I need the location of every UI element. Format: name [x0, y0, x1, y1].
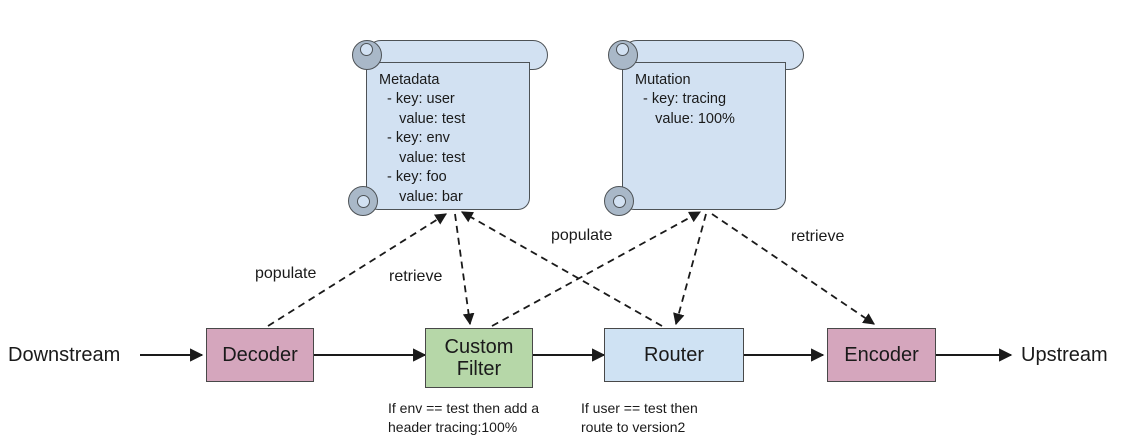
scroll-curl-top-icon	[608, 40, 638, 70]
node-encoder[interactable]: Encoder	[827, 328, 936, 382]
scroll-metadata-text: Metadata - key: user value: test - key: …	[379, 72, 466, 205]
scroll-metadata: Metadata - key: user value: test - key: …	[348, 36, 548, 216]
scroll-curl-bottom-icon	[348, 186, 378, 216]
node-decoder[interactable]: Decoder	[206, 328, 314, 382]
scroll-curl-top-icon	[352, 40, 382, 70]
scroll-mutation: Mutation - key: tracing value: 100%	[604, 36, 804, 216]
scroll-curl-bottom-icon	[604, 186, 634, 216]
scroll-mutation-text: Mutation - key: tracing value: 100%	[635, 72, 735, 127]
edge-filter-to-mutation	[491, 211, 702, 327]
node-router[interactable]: Router	[604, 328, 744, 382]
edge-label-retrieve-right: retrieve	[791, 228, 845, 245]
edge-mutation-to-encoder	[711, 213, 875, 325]
edge-metadata-to-filter	[454, 213, 475, 326]
edge-label-populate-left: populate	[255, 265, 317, 282]
label-downstream: Downstream	[8, 344, 121, 366]
edge-router-to-metadata	[460, 211, 663, 327]
edge-label-retrieve-left: retrieve	[389, 268, 443, 285]
edge-label-populate-right: populate	[551, 227, 613, 244]
scroll-metadata-body	[366, 62, 530, 210]
node-custom-filter[interactable]: Custom Filter	[425, 328, 533, 388]
scroll-mutation-body	[622, 62, 786, 210]
edge-mutation-to-router	[673, 213, 707, 326]
note-custom-filter: If env == test then add a header tracing…	[388, 400, 539, 436]
label-upstream: Upstream	[1021, 344, 1108, 366]
note-router: If user == test then route to version2	[581, 400, 698, 436]
